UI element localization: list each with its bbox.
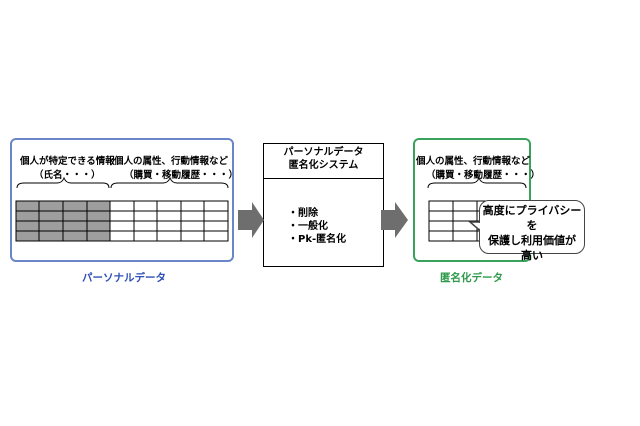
anonymized-attribute-example: （購買・移動履歴・・・） (426, 170, 541, 181)
system-title: パーソナルデータ 匿名化システム (263, 146, 384, 172)
attribute-info-table (109, 200, 229, 242)
identifying-info-example: （氏名・・・） (34, 170, 101, 181)
anonymized-data-caption: 匿名化データ (440, 272, 503, 284)
callout-line1: 高度にプライバシーを (482, 204, 582, 232)
anonymized-brace (427, 176, 527, 189)
anonymized-attribute-label: 個人の属性、行動情報など (416, 156, 531, 167)
attribute-info-label: 個人の属性、行動情報など (114, 156, 229, 167)
method-delete: ・削除 (288, 208, 318, 219)
system-title-line1: パーソナルデータ (283, 147, 364, 158)
attribute-info-example: （購買・移動履歴・・・） (124, 170, 239, 181)
system-title-divider (263, 178, 384, 179)
system-title-line2: 匿名化システム (288, 160, 359, 171)
arrow-right-icon-2 (381, 202, 408, 238)
identifying-info-label: 個人が特定できる情報 (20, 156, 115, 167)
value-callout-text: 高度にプライバシーを 保護し利用価値が 高い (479, 203, 585, 263)
identifying-brace (16, 176, 110, 189)
attribute-brace (110, 176, 229, 189)
personal-data-caption: パーソナルデータ (82, 272, 166, 284)
method-generalize: ・一般化 (288, 221, 328, 232)
arrow-right-icon (238, 202, 264, 238)
method-pk-anonymize: ・Pk-匿名化 (288, 234, 347, 245)
callout-line3: 高い (521, 249, 543, 262)
system-method-list: ・削除 ・一般化 ・Pk-匿名化 (288, 207, 346, 246)
callout-line2: 保護し利用価値が (488, 234, 576, 247)
personal-data-panel (10, 138, 234, 262)
anonymization-system-box (263, 143, 384, 267)
identifying-info-table (15, 200, 111, 242)
